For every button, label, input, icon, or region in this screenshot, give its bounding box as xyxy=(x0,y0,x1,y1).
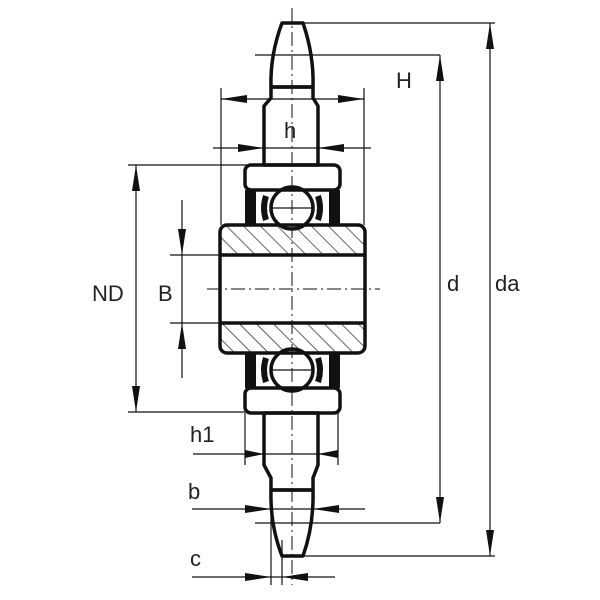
sprocket-lower xyxy=(262,411,320,558)
label-ND: ND xyxy=(92,281,124,306)
sprocket-upper xyxy=(262,21,320,167)
label-H: H xyxy=(396,68,412,93)
dimension-lines xyxy=(132,23,494,581)
label-da: da xyxy=(495,271,520,296)
label-B: B xyxy=(158,281,173,306)
label-c: c xyxy=(190,546,201,571)
extension-lines xyxy=(128,22,495,585)
label-d: d xyxy=(447,271,459,296)
label-h: h xyxy=(284,118,296,143)
label-h1: h1 xyxy=(190,422,214,447)
label-b: b xyxy=(188,479,200,504)
